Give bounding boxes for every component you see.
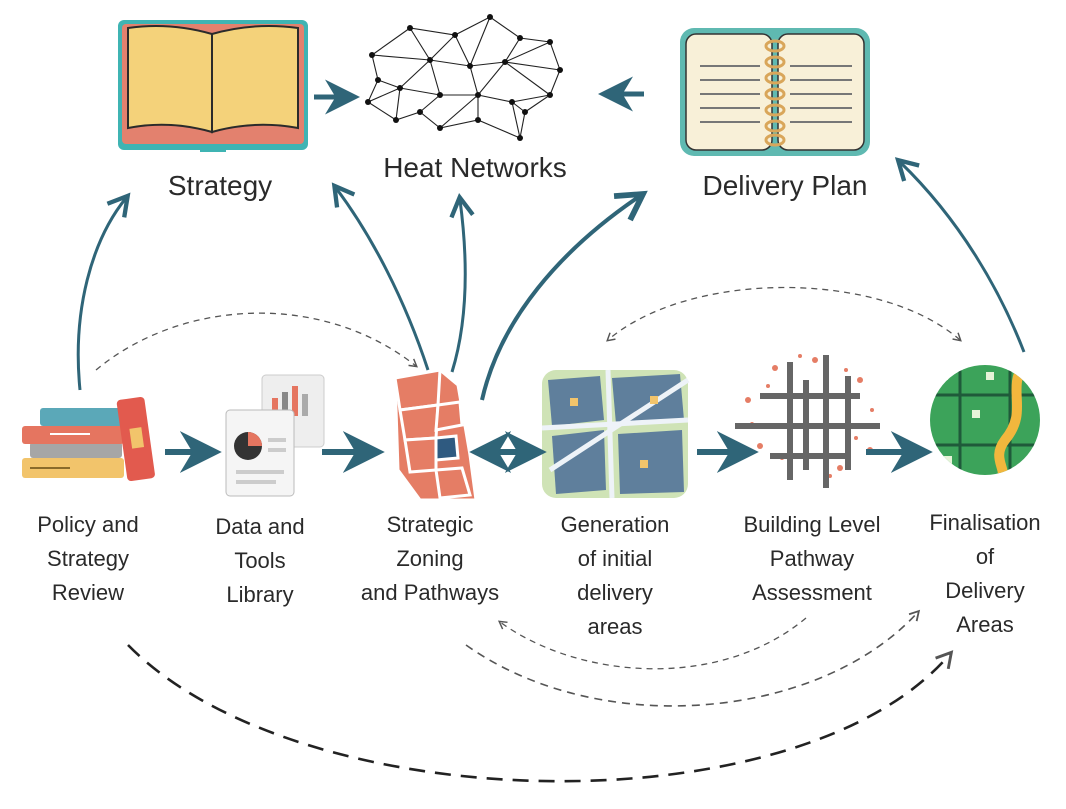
arrow-zoning-to-heat-left bbox=[331, 182, 430, 371]
dashed-arrow-policy-to-final bbox=[127, 644, 954, 783]
district-map-icon bbox=[930, 365, 1040, 475]
label-generation: Generation of initial delivery areas bbox=[560, 512, 670, 639]
dashed-arrow-zoning-to-final bbox=[465, 609, 921, 707]
arrow-zoning-to-delivery-plan bbox=[480, 190, 648, 401]
dashed-arrow-final-generation bbox=[606, 286, 962, 342]
city-map-icon bbox=[541, 369, 690, 499]
label-data: Data and Tools Library bbox=[215, 514, 305, 607]
reports-charts-icon bbox=[225, 374, 325, 497]
label-delivery-plan: Delivery Plan bbox=[702, 170, 868, 201]
arrow-policy-to-strategy bbox=[76, 192, 131, 391]
street-grid-icon bbox=[735, 354, 880, 488]
label-policy: Policy and Strategy Review bbox=[37, 512, 139, 605]
label-building: Building Level Pathway Assessment bbox=[743, 512, 881, 605]
zoning-map-icon bbox=[393, 368, 478, 502]
arrow-zoning-to-heat-right bbox=[449, 193, 475, 373]
books-stack-icon bbox=[22, 396, 155, 482]
spiral-notebook-icon bbox=[680, 28, 870, 156]
dashed-arrow-policy-to-zoning bbox=[95, 312, 418, 371]
dashed-arrow-building-to-zoning bbox=[497, 617, 807, 670]
network-graph-icon bbox=[365, 14, 563, 141]
label-final: Finalisation of Delivery Areas bbox=[929, 510, 1041, 637]
arrow-final-to-delivery-plan bbox=[894, 157, 1026, 353]
label-heat-networks: Heat Networks bbox=[383, 152, 567, 183]
label-zoning: Strategic Zoning and Pathways bbox=[360, 512, 500, 605]
label-strategy: Strategy bbox=[167, 170, 273, 201]
open-book-icon bbox=[118, 20, 308, 152]
